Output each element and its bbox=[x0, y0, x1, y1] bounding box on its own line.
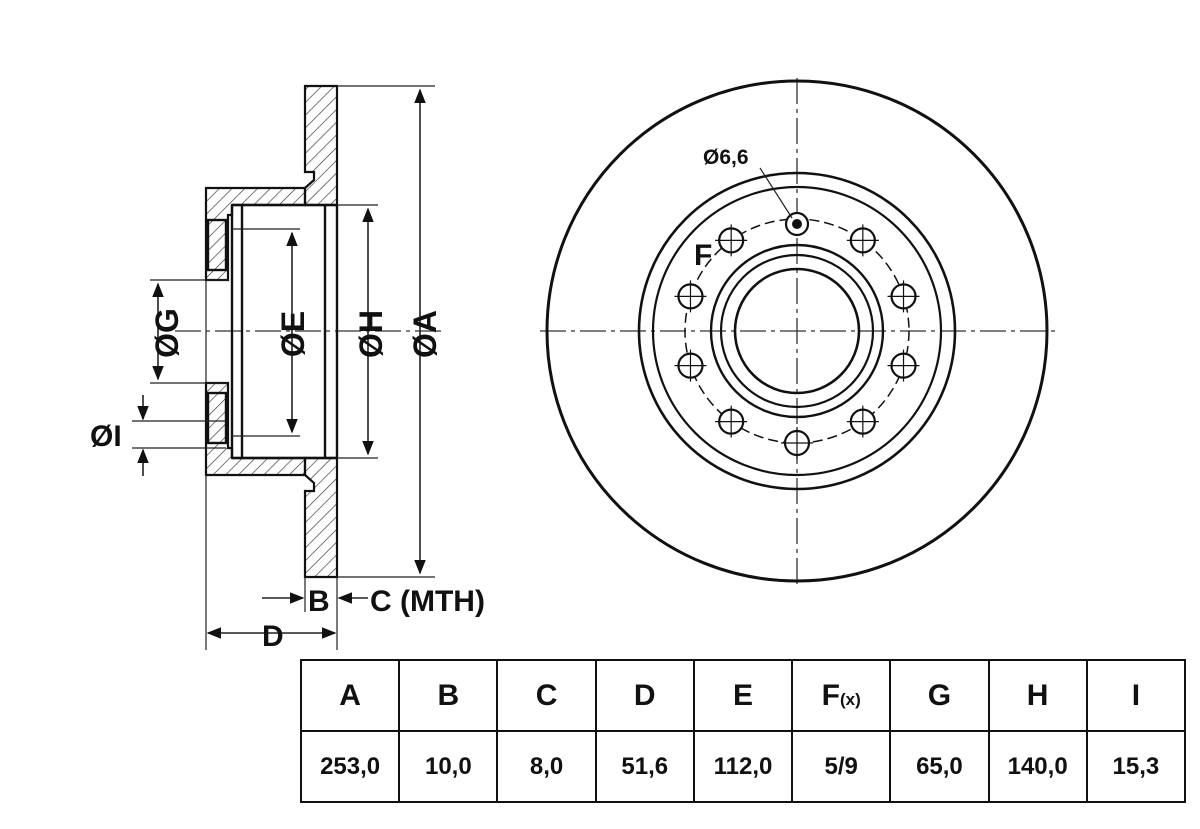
header-g: G bbox=[889, 659, 990, 732]
label-dia-e: ØE bbox=[275, 311, 311, 357]
label-c-mth: C (MTH) bbox=[370, 585, 485, 618]
label-dia-g: ØG bbox=[149, 308, 185, 358]
value-e: 112,0 bbox=[692, 730, 794, 803]
value-h: 140,0 bbox=[987, 730, 1088, 803]
spec-table-header-row: A B C D E F(x) G H I bbox=[299, 659, 1187, 732]
value-b: 10,0 bbox=[398, 730, 499, 803]
bolt-holes bbox=[674, 224, 920, 459]
label-d: D bbox=[262, 620, 284, 653]
header-e: E bbox=[692, 659, 794, 732]
side-section-view: ØA ØH ØE ØG ØI B C (MTH) D bbox=[90, 84, 485, 653]
label-b: B bbox=[308, 585, 330, 618]
friction-ring-top bbox=[303, 84, 339, 207]
friction-ring-bottom bbox=[303, 456, 339, 579]
header-f-sub: (x) bbox=[839, 689, 861, 709]
value-a: 253,0 bbox=[299, 730, 401, 803]
label-dia-h: ØH bbox=[353, 310, 389, 358]
header-f: F(x) bbox=[791, 659, 892, 732]
spec-table-values-row: 253,0 10,0 8,0 51,6 112,0 5/9 65,0 140,0… bbox=[299, 730, 1187, 803]
header-a: A bbox=[299, 659, 401, 732]
hat-top bbox=[204, 186, 307, 282]
header-h: H bbox=[987, 659, 1088, 732]
value-g: 65,0 bbox=[889, 730, 990, 803]
label-f: F bbox=[694, 239, 712, 272]
header-d: D bbox=[594, 659, 695, 732]
value-i: 15,3 bbox=[1085, 730, 1187, 803]
hat-bottom bbox=[204, 381, 307, 477]
spec-table: A B C D E F(x) G H I 253,0 10,0 8,0 51,6… bbox=[299, 659, 1187, 803]
value-d: 51,6 bbox=[594, 730, 695, 803]
label-dia-i: ØI bbox=[90, 420, 122, 453]
value-c: 8,0 bbox=[496, 730, 597, 803]
header-c: C bbox=[496, 659, 597, 732]
front-view: Ø6,6 F bbox=[540, 78, 1060, 588]
label-dia-a: ØA bbox=[407, 310, 443, 358]
header-i: I bbox=[1085, 659, 1187, 732]
label-hole-dia: Ø6,6 bbox=[703, 146, 749, 169]
header-b: B bbox=[398, 659, 499, 732]
value-f: 5/9 bbox=[791, 730, 892, 803]
